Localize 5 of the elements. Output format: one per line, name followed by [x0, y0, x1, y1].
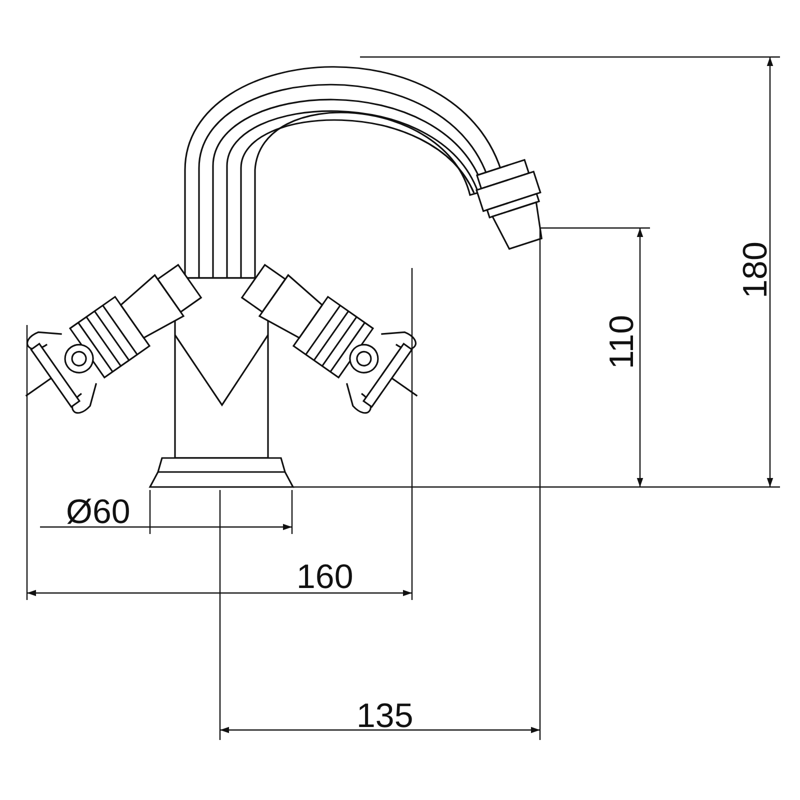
dimension-label: 135: [356, 699, 414, 733]
dimension-label: 180: [738, 242, 772, 298]
dimension-label: Ø60: [66, 495, 130, 529]
dimension-label: 160: [296, 560, 354, 594]
dimension-label: 110: [605, 314, 640, 370]
